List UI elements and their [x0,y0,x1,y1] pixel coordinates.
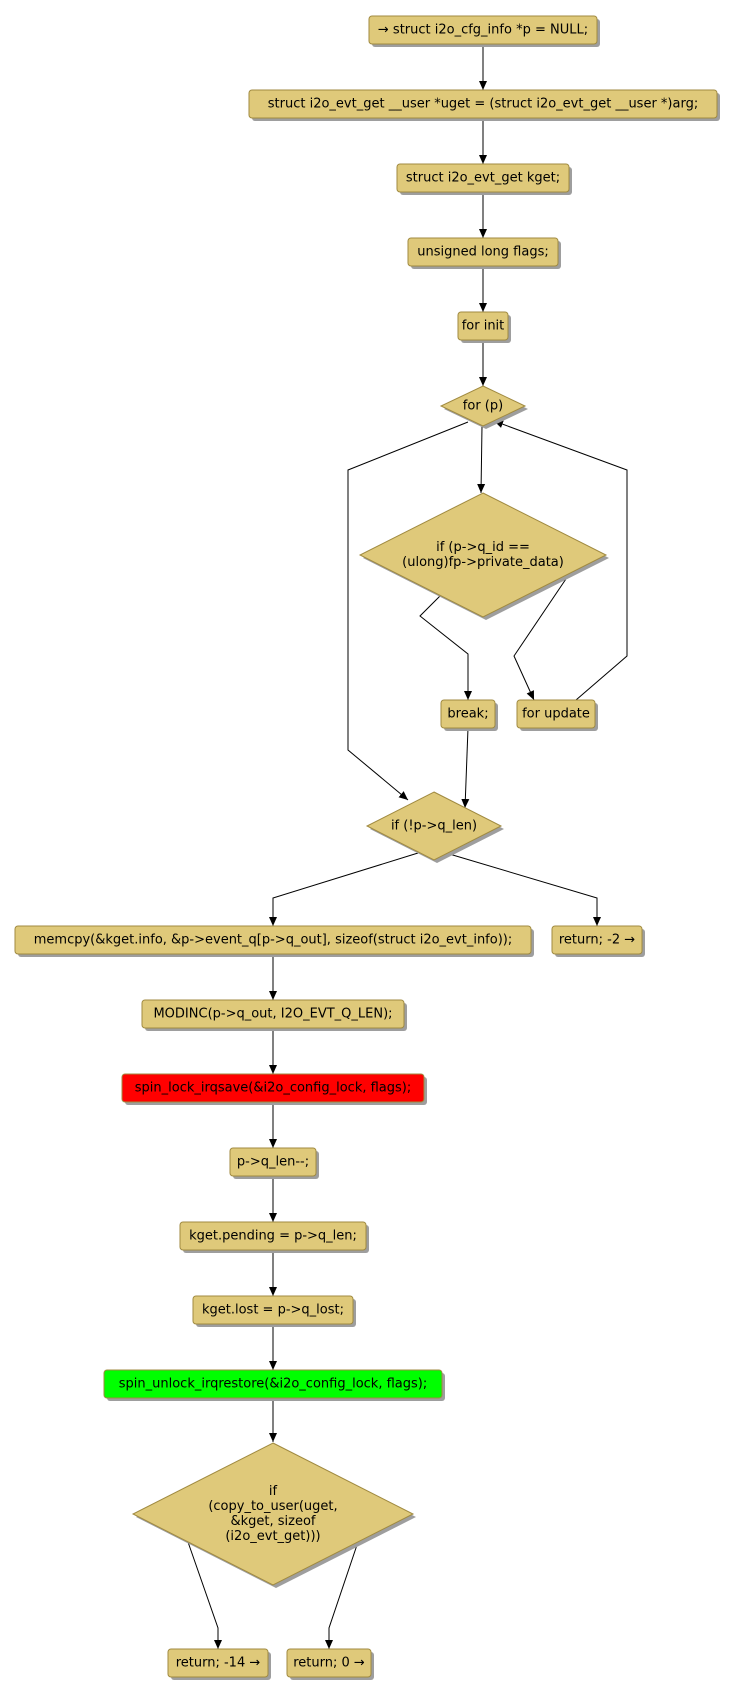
edge-ifqlen-to-ret2 [445,852,601,926]
node-label: if (p->q_id == [436,540,530,555]
decision-shape [439,385,527,427]
statement-box [141,999,405,1029]
node-qlen: p->q_len--; [229,1147,319,1179]
node-break: break; [440,699,498,731]
nodes: → struct i2o_cfg_info *p = NULL; struct i… [14,15,720,1680]
statement-box [14,925,532,955]
edge-ifqid-to-break [419,595,472,700]
statement-box [103,1369,443,1399]
edge-ifcopy-to-ret14 [187,1541,222,1649]
node-label: spin_lock_irqsave(&i2o_config_lock, flag… [135,1081,412,1096]
statement-box [440,699,496,729]
node-ifqid: if (p->q_id ==(ulong)fp->private_data) [358,492,609,620]
statement-box [516,699,596,729]
edge-forp-to-ifqlen [347,421,469,801]
node-memcpy: memcpy(&kget.info, &p->event_q[p->q_out]… [14,925,534,957]
edge-forupdate-to-forp [493,420,628,701]
node-label: if [269,1484,278,1499]
node-pending: kget.pending = p->q_len; [179,1221,369,1253]
node-label: break; [447,707,488,722]
node-label: struct i2o_evt_get kget; [406,171,560,186]
node-label: &kget, sizeof [230,1514,315,1529]
node-label: MODINC(p->q_out, I2O_EVT_Q_LEN); [153,1007,392,1022]
statement-box [551,925,643,955]
node-label: (i2o_evt_get))) [225,1529,320,1544]
edges [187,44,628,1649]
statement-box [121,1073,425,1103]
statement-box [407,237,559,267]
node-ret2: return; -2 → [551,925,645,957]
node-ret0: return; 0 → [286,1648,374,1680]
node-label: → struct i2o_cfg_info *p = NULL; [378,23,588,38]
node-lost: kget.lost = p->q_lost; [192,1295,356,1327]
node-label: struct i2o_evt_get __user *uget = (struc… [268,97,698,112]
node-start: → struct i2o_cfg_info *p = NULL; [368,15,600,47]
statement-box [396,163,570,193]
node-unlock: spin_unlock_irqrestore(&i2o_config_lock,… [103,1369,445,1401]
node-forupdate: for update [516,699,598,731]
edge-forp-to-ifqid [477,425,486,494]
node-label: return; -14 → [176,1656,261,1671]
node-ifqlen: if (!p->q_len) [365,791,504,863]
node-label: if (!p->q_len) [391,819,477,834]
statement-box [457,311,509,341]
edge-ifcopy-to-ret0 [325,1541,359,1649]
node-label: (ulong)fp->private_data) [402,555,564,570]
edge-break-to-ifqlen [461,727,470,809]
node-label: return; -2 → [559,933,635,948]
node-label: p->q_len--; [237,1155,309,1170]
node-label: kget.pending = p->q_len; [189,1229,357,1244]
edge-ifqid-to-forupdate [513,569,573,701]
statement-box [179,1221,367,1251]
node-label: memcpy(&kget.info, &p->event_q[p->q_out]… [34,933,513,948]
statement-box [229,1147,317,1177]
decision-shape [358,492,608,618]
node-forp: for (p) [439,385,528,429]
statement-box [286,1648,372,1678]
statement-box [248,89,718,119]
statement-box [192,1295,354,1325]
statement-box [368,15,598,45]
node-flags: unsigned long flags; [407,237,561,269]
node-ret14: return; -14 → [167,1648,271,1680]
node-label: unsigned long flags; [417,245,549,260]
node-label: kget.lost = p->q_lost; [202,1303,344,1318]
node-label: spin_unlock_irqrestore(&i2o_config_lock,… [119,1377,427,1392]
decision-shape [365,791,503,861]
node-modinc: MODINC(p->q_out, I2O_EVT_Q_LEN); [141,999,407,1031]
node-label: for (p) [463,399,503,414]
node-ifcopy: if(copy_to_user(uget,&kget, sizeof(i2o_e… [131,1442,416,1588]
node-lock: spin_lock_irqsave(&i2o_config_lock, flag… [121,1073,427,1105]
node-label: for update [522,707,590,722]
node-uget: struct i2o_evt_get __user *uget = (struc… [248,89,720,121]
node-kget: struct i2o_evt_get kget; [396,163,572,195]
edge-ifqlen-to-memcpy [269,852,419,926]
decision-shape [131,1442,415,1586]
statement-box [167,1648,269,1678]
node-label: for init [462,319,505,334]
node-forinit: for init [457,311,511,343]
node-label: (copy_to_user(uget, [208,1499,337,1514]
node-label: return; 0 → [293,1656,365,1671]
